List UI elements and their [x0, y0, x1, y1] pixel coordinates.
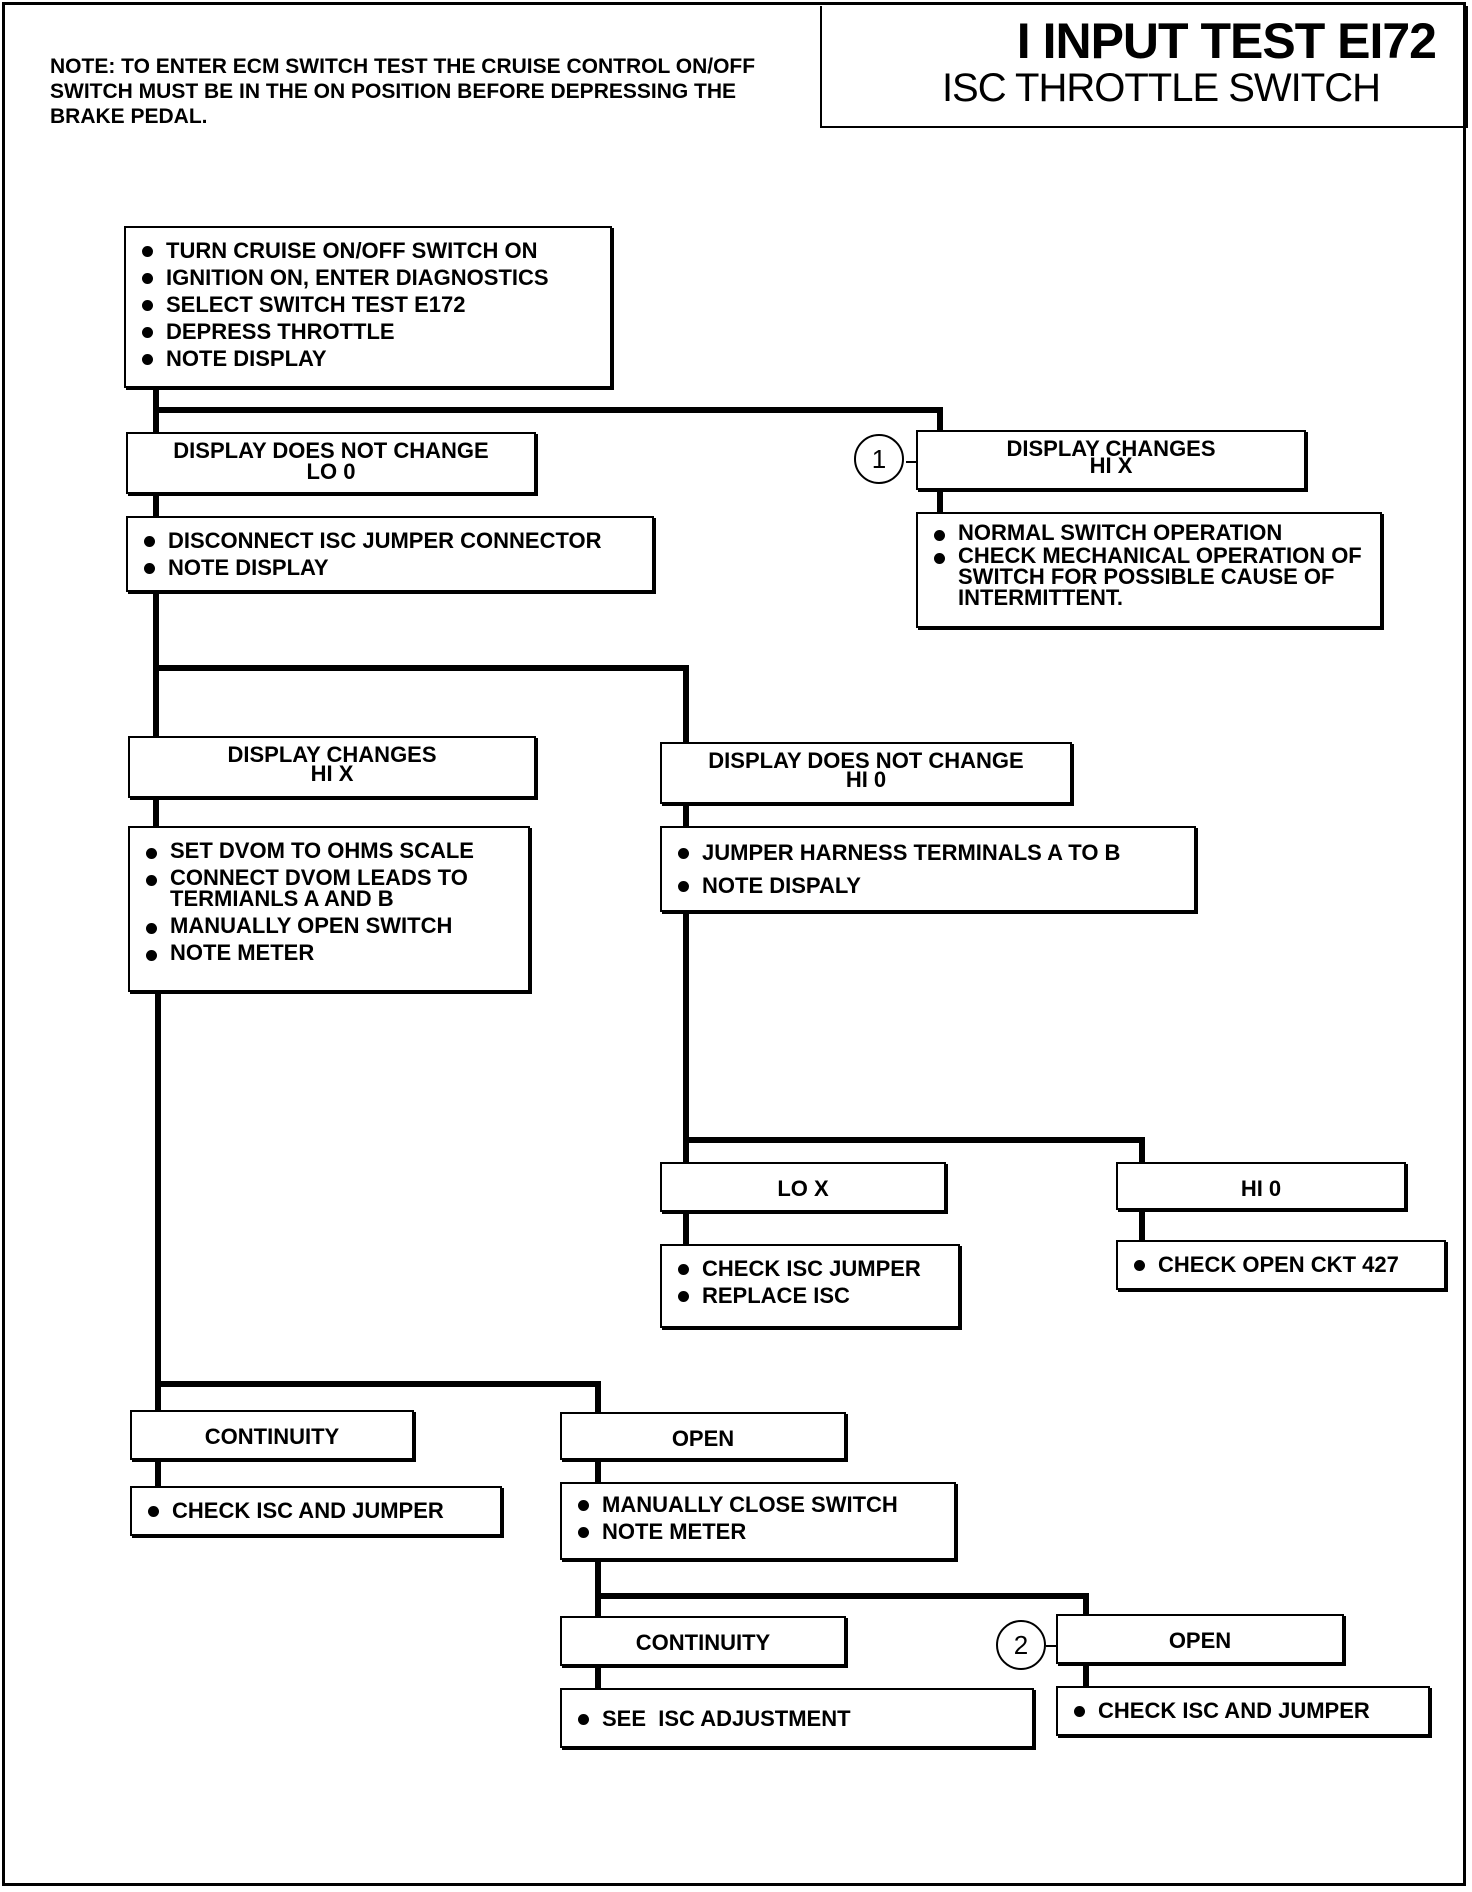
- result-no-change-lo0: DISPLAY DOES NOT CHANGE LO 0: [126, 432, 536, 494]
- step-item: MANUALLY OPEN SWITCH: [144, 915, 520, 937]
- step-item: DEPRESS THROTTLE: [140, 319, 602, 344]
- step-item: JUMPER HARNESS TERMINALS A TO B: [676, 840, 1186, 865]
- result-continuity-1: CONTINUITY: [130, 1410, 414, 1460]
- step-item: CHECK MECHANICAL OPERATION OF SWITCH FOR…: [932, 545, 1372, 609]
- result-continuity-2: CONTINUITY: [560, 1616, 846, 1666]
- step-item: CHECK ISC AND JUMPER: [146, 1498, 492, 1523]
- step-item: SET DVOM TO OHMS SCALE: [144, 840, 520, 862]
- check-open-ckt-box: CHECK OPEN CKT 427: [1116, 1240, 1446, 1290]
- step-item: TURN CRUISE ON/OFF SWITCH ON: [140, 238, 602, 263]
- result-open-1: OPEN: [560, 1412, 846, 1460]
- marker-1: 1: [854, 434, 904, 484]
- step-item: IGNITION ON, ENTER DIAGNOSTICS: [140, 265, 602, 290]
- step-item: CHECK ISC AND JUMPER: [1072, 1698, 1420, 1723]
- result-hi0: HI 0: [1116, 1162, 1406, 1210]
- check-isc-jumper-box-2: CHECK ISC AND JUMPER: [1056, 1686, 1430, 1736]
- marker-2: 2: [996, 1620, 1046, 1670]
- result-open-2: OPEN: [1056, 1614, 1344, 1664]
- jumper-box: JUMPER HARNESS TERMINALS A TO B NOTE DIS…: [660, 826, 1196, 912]
- step-item: NOTE METER: [144, 942, 520, 964]
- step-item: NOTE DISPLAY: [142, 555, 644, 580]
- normal-operation-box: NORMAL SWITCH OPERATION CHECK MECHANICAL…: [916, 512, 1382, 628]
- close-switch-box: MANUALLY CLOSE SWITCH NOTE METER: [560, 1482, 956, 1560]
- see-isc-adjustment-box: SEE ISC ADJUSTMENT: [560, 1688, 1034, 1748]
- step-item: NORMAL SWITCH OPERATION: [932, 522, 1372, 544]
- entry-note: NOTE: TO ENTER ECM SWITCH TEST THE CRUIS…: [50, 55, 756, 128]
- step-item: CONNECT DVOM LEADS TO TERMIANLS A AND B: [144, 867, 520, 910]
- step-item: REPLACE ISC: [676, 1283, 950, 1308]
- result-no-change-hi0: DISPLAY DOES NOT CHANGE HI 0: [660, 742, 1072, 804]
- step-item: SEE ISC ADJUSTMENT: [576, 1706, 1024, 1731]
- check-isc-jumper-box-1: CHECK ISC AND JUMPER: [130, 1486, 502, 1536]
- result-changes-hix: DISPLAY CHANGES HI X: [128, 736, 536, 798]
- step-item: SELECT SWITCH TEST E172: [140, 292, 602, 317]
- step-item: DISCONNECT ISC JUMPER CONNECTOR: [142, 528, 644, 553]
- step-item: NOTE DISPLAY: [140, 346, 602, 371]
- result-changes-hix-top: DISPLAY CHANGES HI X: [916, 430, 1306, 490]
- page-title: I INPUT TEST EI72: [1016, 13, 1437, 69]
- step-item: MANUALLY CLOSE SWITCH: [576, 1492, 946, 1517]
- check-jumper-box: CHECK ISC JUMPER REPLACE ISC: [660, 1244, 960, 1328]
- step-item: NOTE DISPALY: [676, 873, 1186, 898]
- step-item: CHECK ISC JUMPER: [676, 1256, 950, 1281]
- dvom-box: SET DVOM TO OHMS SCALE CONNECT DVOM LEAD…: [128, 826, 530, 992]
- result-lox: LO X: [660, 1162, 946, 1212]
- start-steps-box: TURN CRUISE ON/OFF SWITCH ON IGNITION ON…: [124, 226, 612, 388]
- disconnect-box: DISCONNECT ISC JUMPER CONNECTOR NOTE DIS…: [126, 516, 654, 592]
- page-subtitle: ISC THROTTLE SWITCH: [941, 66, 1381, 110]
- step-item: CHECK OPEN CKT 427: [1132, 1252, 1436, 1277]
- title-box: I INPUT TEST EI72 ISC THROTTLE SWITCH: [820, 6, 1468, 128]
- step-item: NOTE METER: [576, 1519, 946, 1544]
